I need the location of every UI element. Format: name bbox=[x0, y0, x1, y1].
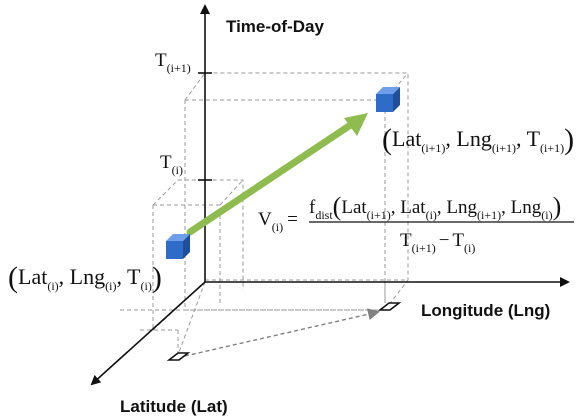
cube-next-icon bbox=[376, 87, 400, 112]
projection-arrow bbox=[184, 308, 380, 357]
floor-marker-current bbox=[166, 352, 191, 361]
axes bbox=[90, 4, 570, 386]
point-label-current: (Lat(i), Lng(i), T(i)) bbox=[8, 261, 162, 294]
longitude-axis-label: Longitude (Lng) bbox=[421, 301, 550, 320]
cube-current-icon bbox=[166, 234, 190, 259]
latitude-axis-label: Latitude (Lat) bbox=[120, 397, 228, 416]
tick-label-t-next: T(i+1) bbox=[155, 50, 191, 75]
tick-label-t-curr: T(i) bbox=[160, 152, 183, 177]
formula-numerator: fdist(Lat(i+1), Lat(i), Lng(i+1), Lng(i)… bbox=[309, 192, 561, 222]
latitude-axis bbox=[90, 281, 206, 386]
velocity-formula: V(i)= fdist(Lat(i+1), Lat(i), Lng(i+1), … bbox=[258, 192, 574, 255]
velocity-arrow bbox=[186, 113, 368, 236]
time-axis-label: Time-of-Day bbox=[226, 17, 324, 36]
formula-lhs: V(i)= bbox=[258, 209, 298, 234]
formula-denominator: T(i+1)−T(i) bbox=[400, 230, 475, 255]
floor-marker-next bbox=[377, 302, 402, 311]
point-label-next: (Lat(i+1), Lng(i+1), T(i+1)) bbox=[382, 123, 574, 156]
